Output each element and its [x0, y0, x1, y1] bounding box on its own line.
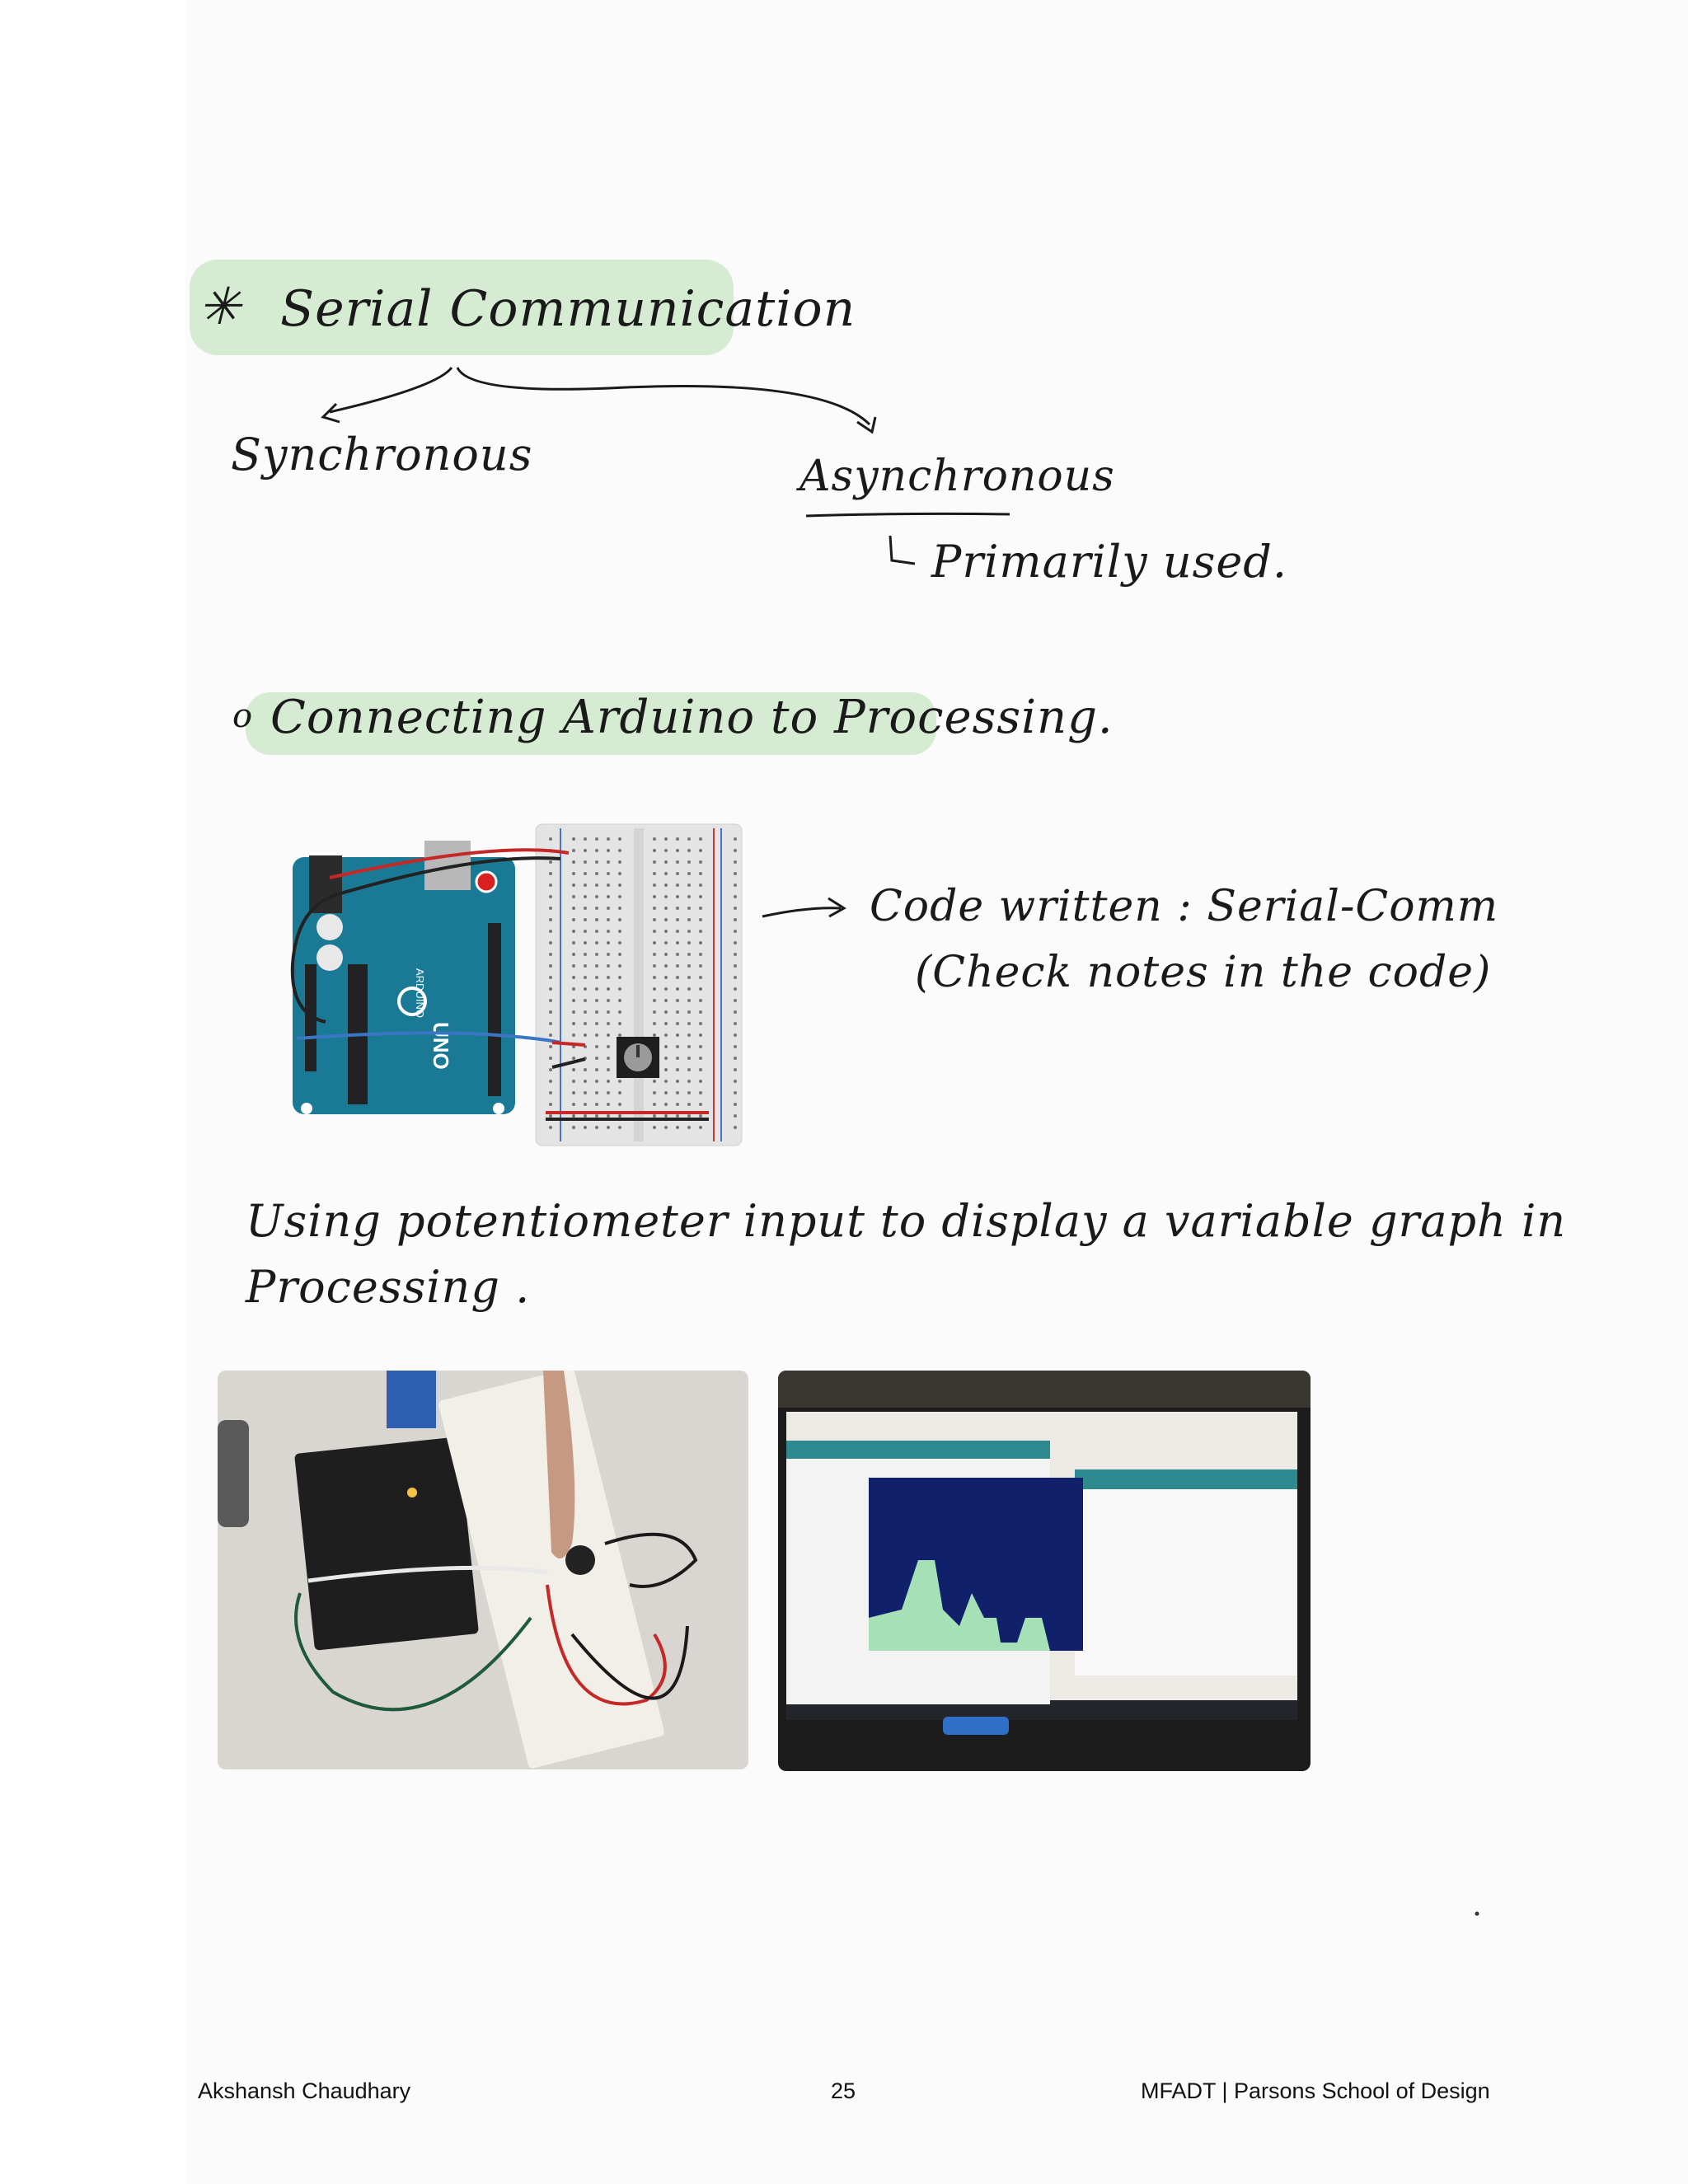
footer-program: MFADT | Parsons School of Design	[1141, 2079, 1490, 2103]
board-brand-label: UNO	[429, 1022, 453, 1070]
footer-author: Akshansh Chaudhary	[198, 2079, 411, 2103]
description-line2: Processing .	[246, 1261, 531, 1313]
heading-highlight	[190, 260, 734, 355]
code-note-line2: (Check notes in the code)	[915, 948, 1492, 997]
heading-text: Serial Communication	[280, 280, 856, 338]
branch-primarily-used: Primarily used.	[931, 536, 1288, 588]
description-line1: Using potentiometer input to display a v…	[246, 1195, 1567, 1247]
heading-bullet: ✳	[198, 276, 241, 336]
laptop-graph-photo	[778, 1371, 1311, 1771]
footer-page-number: 25	[831, 2079, 856, 2103]
section-bullet: o	[232, 697, 254, 735]
code-note-line1: Code written : Serial-Comm	[870, 882, 1499, 931]
section-heading: Connecting Arduino to Processing.	[270, 691, 1114, 744]
arduino-breadboard-diagram: UNO ARDUINO	[290, 823, 743, 1146]
branch-synchronous: Synchronous	[231, 429, 533, 480]
section-highlight	[246, 692, 936, 755]
breadboard-setup-photo	[218, 1371, 748, 1769]
branch-asynchronous: Asynchronous	[799, 452, 1115, 501]
